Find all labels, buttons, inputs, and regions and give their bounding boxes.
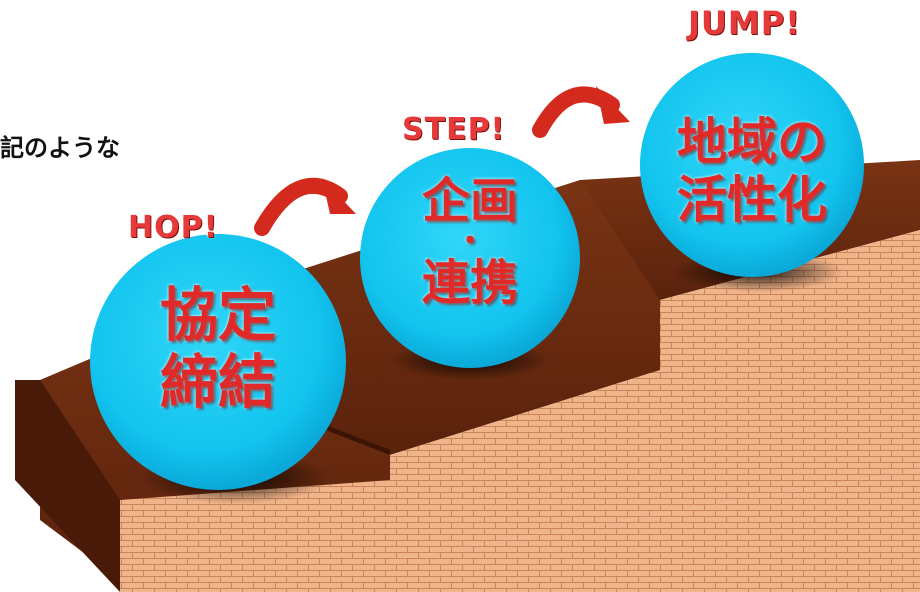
ball-hop xyxy=(90,234,346,490)
ball-step xyxy=(360,148,580,368)
ball-text-hop: 協定 締結 xyxy=(118,282,318,415)
ball-line: 締結 xyxy=(159,347,276,416)
curved-arrow-icon xyxy=(254,177,356,236)
step-label-jump: JUMP! xyxy=(688,4,801,42)
intro-text: 記のような xyxy=(0,134,120,162)
ball-line: 地域の xyxy=(677,113,827,171)
step-label-step: STEP! xyxy=(402,112,506,147)
ball-text-jump: 地域の 活性化 xyxy=(660,113,844,229)
ball-jump xyxy=(640,53,864,277)
step2-front xyxy=(390,300,920,560)
ball-line: 活性化 xyxy=(677,170,827,229)
ball-line: 連携 xyxy=(421,254,518,311)
step1-front xyxy=(120,470,920,592)
curved-arrow-icon xyxy=(532,86,630,138)
ball-line: 企画 xyxy=(421,173,518,229)
step1-left-face xyxy=(15,380,120,592)
step-label-hop: HOP! xyxy=(128,210,219,245)
ball-text-step: 企画 ・ 連携 xyxy=(385,173,555,311)
ball-line: 協定 xyxy=(159,281,276,349)
ball-line: ・ xyxy=(455,224,485,260)
